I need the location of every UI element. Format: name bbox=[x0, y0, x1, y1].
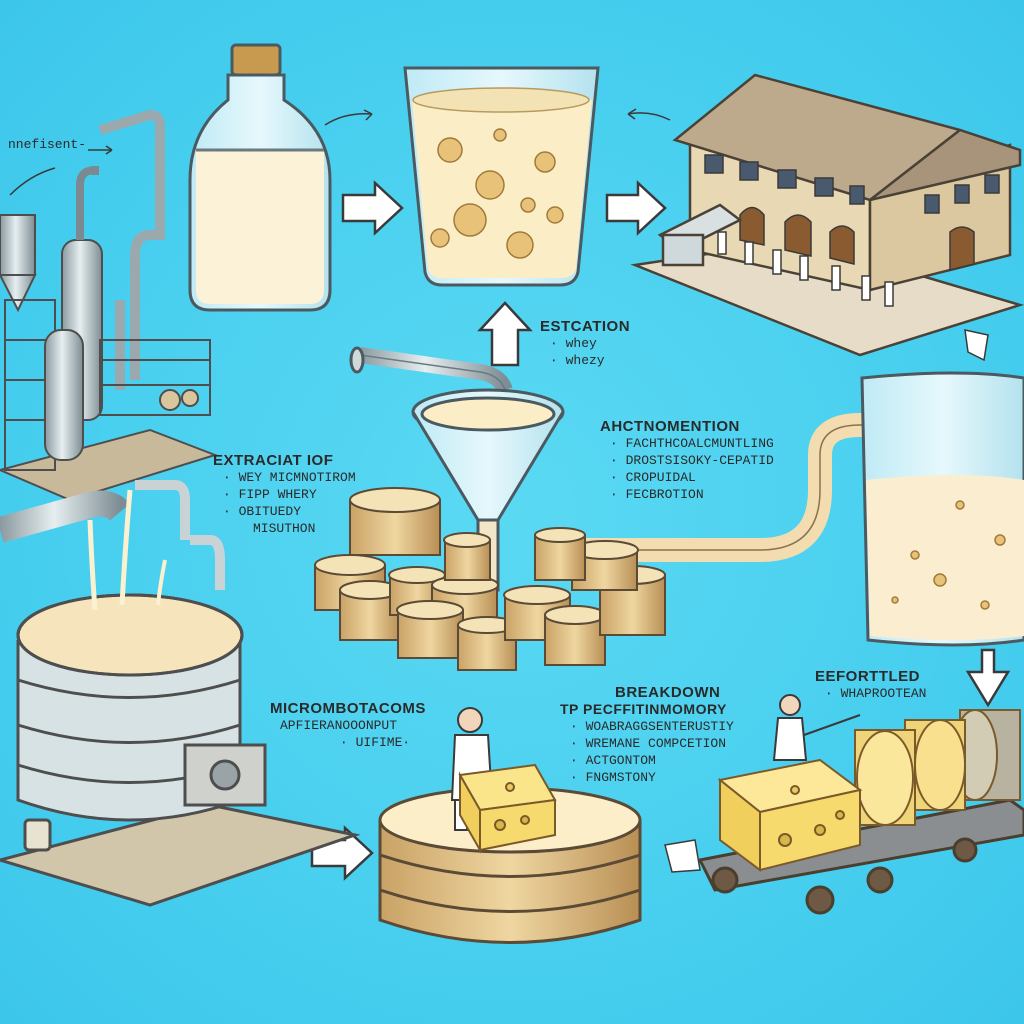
breakdown-item: ∙ WOABRAGGSENTERUSTIY bbox=[570, 719, 734, 734]
factory-plant bbox=[0, 109, 219, 502]
fermentation-item: ∙ DROSTSISOKY-CEPATID bbox=[610, 453, 774, 468]
breakdown-item: ∙ FNGMSTONY bbox=[570, 770, 656, 785]
fermentation-item: ∙ FACHTHCOALCMUNTLING bbox=[610, 436, 774, 451]
arrow-glass-to-house bbox=[605, 180, 667, 236]
arrow-bottle-to-glass bbox=[341, 180, 404, 236]
cheese-wheels-cart bbox=[854, 709, 1021, 826]
fortified-item: ∙ WHAPROOTEAN bbox=[825, 686, 927, 701]
fermentation-vat bbox=[0, 480, 361, 907]
cheese-block-cart bbox=[717, 758, 863, 872]
label-extraction: EXTRACIAT IOF ∙ WEY MICMNOTIROM ∙ FIPP W… bbox=[213, 452, 356, 537]
cheese-wheels bbox=[314, 487, 666, 671]
extraction-item: ∙ OBITUEDY bbox=[223, 504, 302, 519]
fermentation-item: ∙ CROPUIDAL bbox=[610, 470, 696, 485]
label-fortified: EEFORTTLED ∙ WHAPROOTEAN bbox=[815, 668, 926, 702]
label-fermentation: AHCTNOMENTION ∙ FACHTHCOALCMUNTLING ∙ DR… bbox=[600, 418, 774, 503]
worker-cart bbox=[772, 694, 861, 761]
microbes-item: ∙ UIFIME∙ bbox=[340, 735, 411, 750]
fermentation-item: ∙ FECBROTION bbox=[610, 487, 704, 502]
label-top-left: nnefisent- bbox=[8, 136, 86, 153]
label-top-left-text: nnefisent- bbox=[8, 137, 87, 152]
cheese-block-press bbox=[458, 763, 557, 854]
label-microbes: MICROMBOTACOMS APFIERANOOONPUT ∙ UIFIME∙ bbox=[270, 700, 426, 751]
extraction-heading: EXTRACIAT IOF bbox=[213, 452, 334, 469]
extraction-item: MISUTHON bbox=[253, 521, 316, 536]
breakdown-item: ∙ ACTGONTOM bbox=[570, 753, 656, 768]
fortified-heading: EEFORTTLED bbox=[815, 668, 920, 685]
cheese-cart bbox=[697, 694, 1024, 915]
extraction-item: ∙ WEY MICMNOTIROM bbox=[223, 470, 356, 485]
breakdown-item: ∙ WREMANE COMPCETION bbox=[570, 736, 727, 751]
breakdown-heading: BREAKDOWN bbox=[615, 684, 721, 701]
cheese-press bbox=[378, 707, 642, 944]
estcation-item: ∙ whey bbox=[550, 336, 597, 351]
breakdown-subheading: TP PECFFITINMOMORY bbox=[560, 701, 727, 717]
milk-bottle bbox=[188, 43, 332, 312]
arrow-down-fortified bbox=[965, 648, 1011, 708]
arrow-up-whey bbox=[477, 301, 533, 367]
label-breakdown: BREAKDOWN TP PECFFITINMOMORY ∙ WOABRAGGS… bbox=[560, 684, 734, 786]
label-estcation: ESTCATION ∙ whey ∙ whezy bbox=[540, 318, 630, 369]
whey-glass bbox=[860, 371, 1024, 647]
estcation-heading: ESTCATION bbox=[540, 318, 631, 335]
curd-glass bbox=[403, 66, 600, 287]
estcation-item: ∙ whezy bbox=[550, 353, 605, 368]
microbes-heading: MICROMBOTACOMS bbox=[270, 700, 426, 717]
process-arrows bbox=[310, 180, 1011, 881]
extraction-item: ∙ FIPP WHERY bbox=[223, 487, 317, 502]
thin-arrows bbox=[9, 108, 989, 873]
cheese-house bbox=[630, 73, 1024, 357]
fermentation-heading: AHCTNOMENTION bbox=[600, 418, 740, 435]
microbes-item: APFIERANOOONPUT bbox=[280, 718, 398, 733]
